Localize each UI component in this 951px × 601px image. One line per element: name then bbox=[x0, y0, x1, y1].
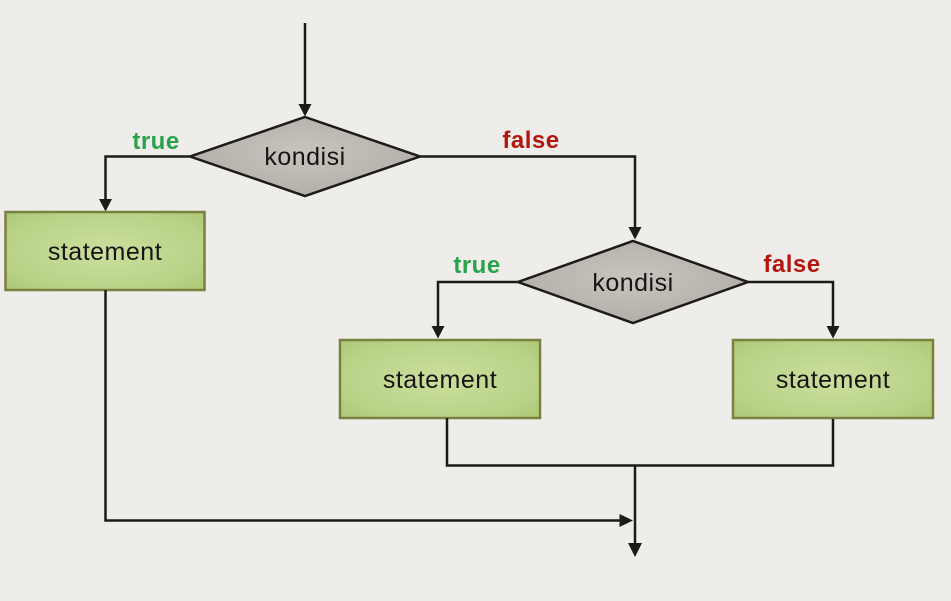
decision-2-true-arrowhead-icon bbox=[431, 326, 445, 339]
merge-connector bbox=[445, 418, 835, 467]
decision-2-true-label: true bbox=[453, 252, 500, 279]
decision-2-label: kondisi bbox=[592, 269, 673, 297]
decision-2-false-arrowhead-icon bbox=[826, 326, 840, 339]
decision-1-label: kondisi bbox=[264, 143, 345, 171]
statement-right-label: statement bbox=[776, 366, 890, 394]
decision-2-true-connector bbox=[436, 280, 518, 327]
decision-1-false-arrowhead-icon bbox=[628, 227, 642, 240]
merge-right-arrowhead-icon bbox=[619, 514, 633, 527]
decision-1-false-connector bbox=[420, 155, 637, 228]
end-arrowhead-icon bbox=[628, 543, 642, 557]
decision-2-diamond bbox=[514, 239, 752, 325]
statement-middle-box bbox=[338, 338, 542, 420]
decision-1-diamond bbox=[186, 115, 424, 198]
statement-right-box bbox=[731, 338, 935, 420]
decision-1-true-label: true bbox=[132, 128, 179, 155]
decision-1-true-arrowhead-icon bbox=[99, 199, 112, 212]
statement-left-merge-connector bbox=[104, 290, 620, 522]
start-arrowhead-icon bbox=[298, 104, 312, 117]
decision-2-false-connector bbox=[748, 280, 835, 327]
statement-left-label: statement bbox=[48, 238, 162, 266]
statement-middle-label: statement bbox=[383, 366, 497, 394]
decision-2-false-label: false bbox=[763, 251, 820, 278]
statement-left-box bbox=[4, 210, 206, 292]
decision-1-false-label: false bbox=[502, 127, 559, 154]
decision-1-true-connector bbox=[104, 155, 190, 200]
